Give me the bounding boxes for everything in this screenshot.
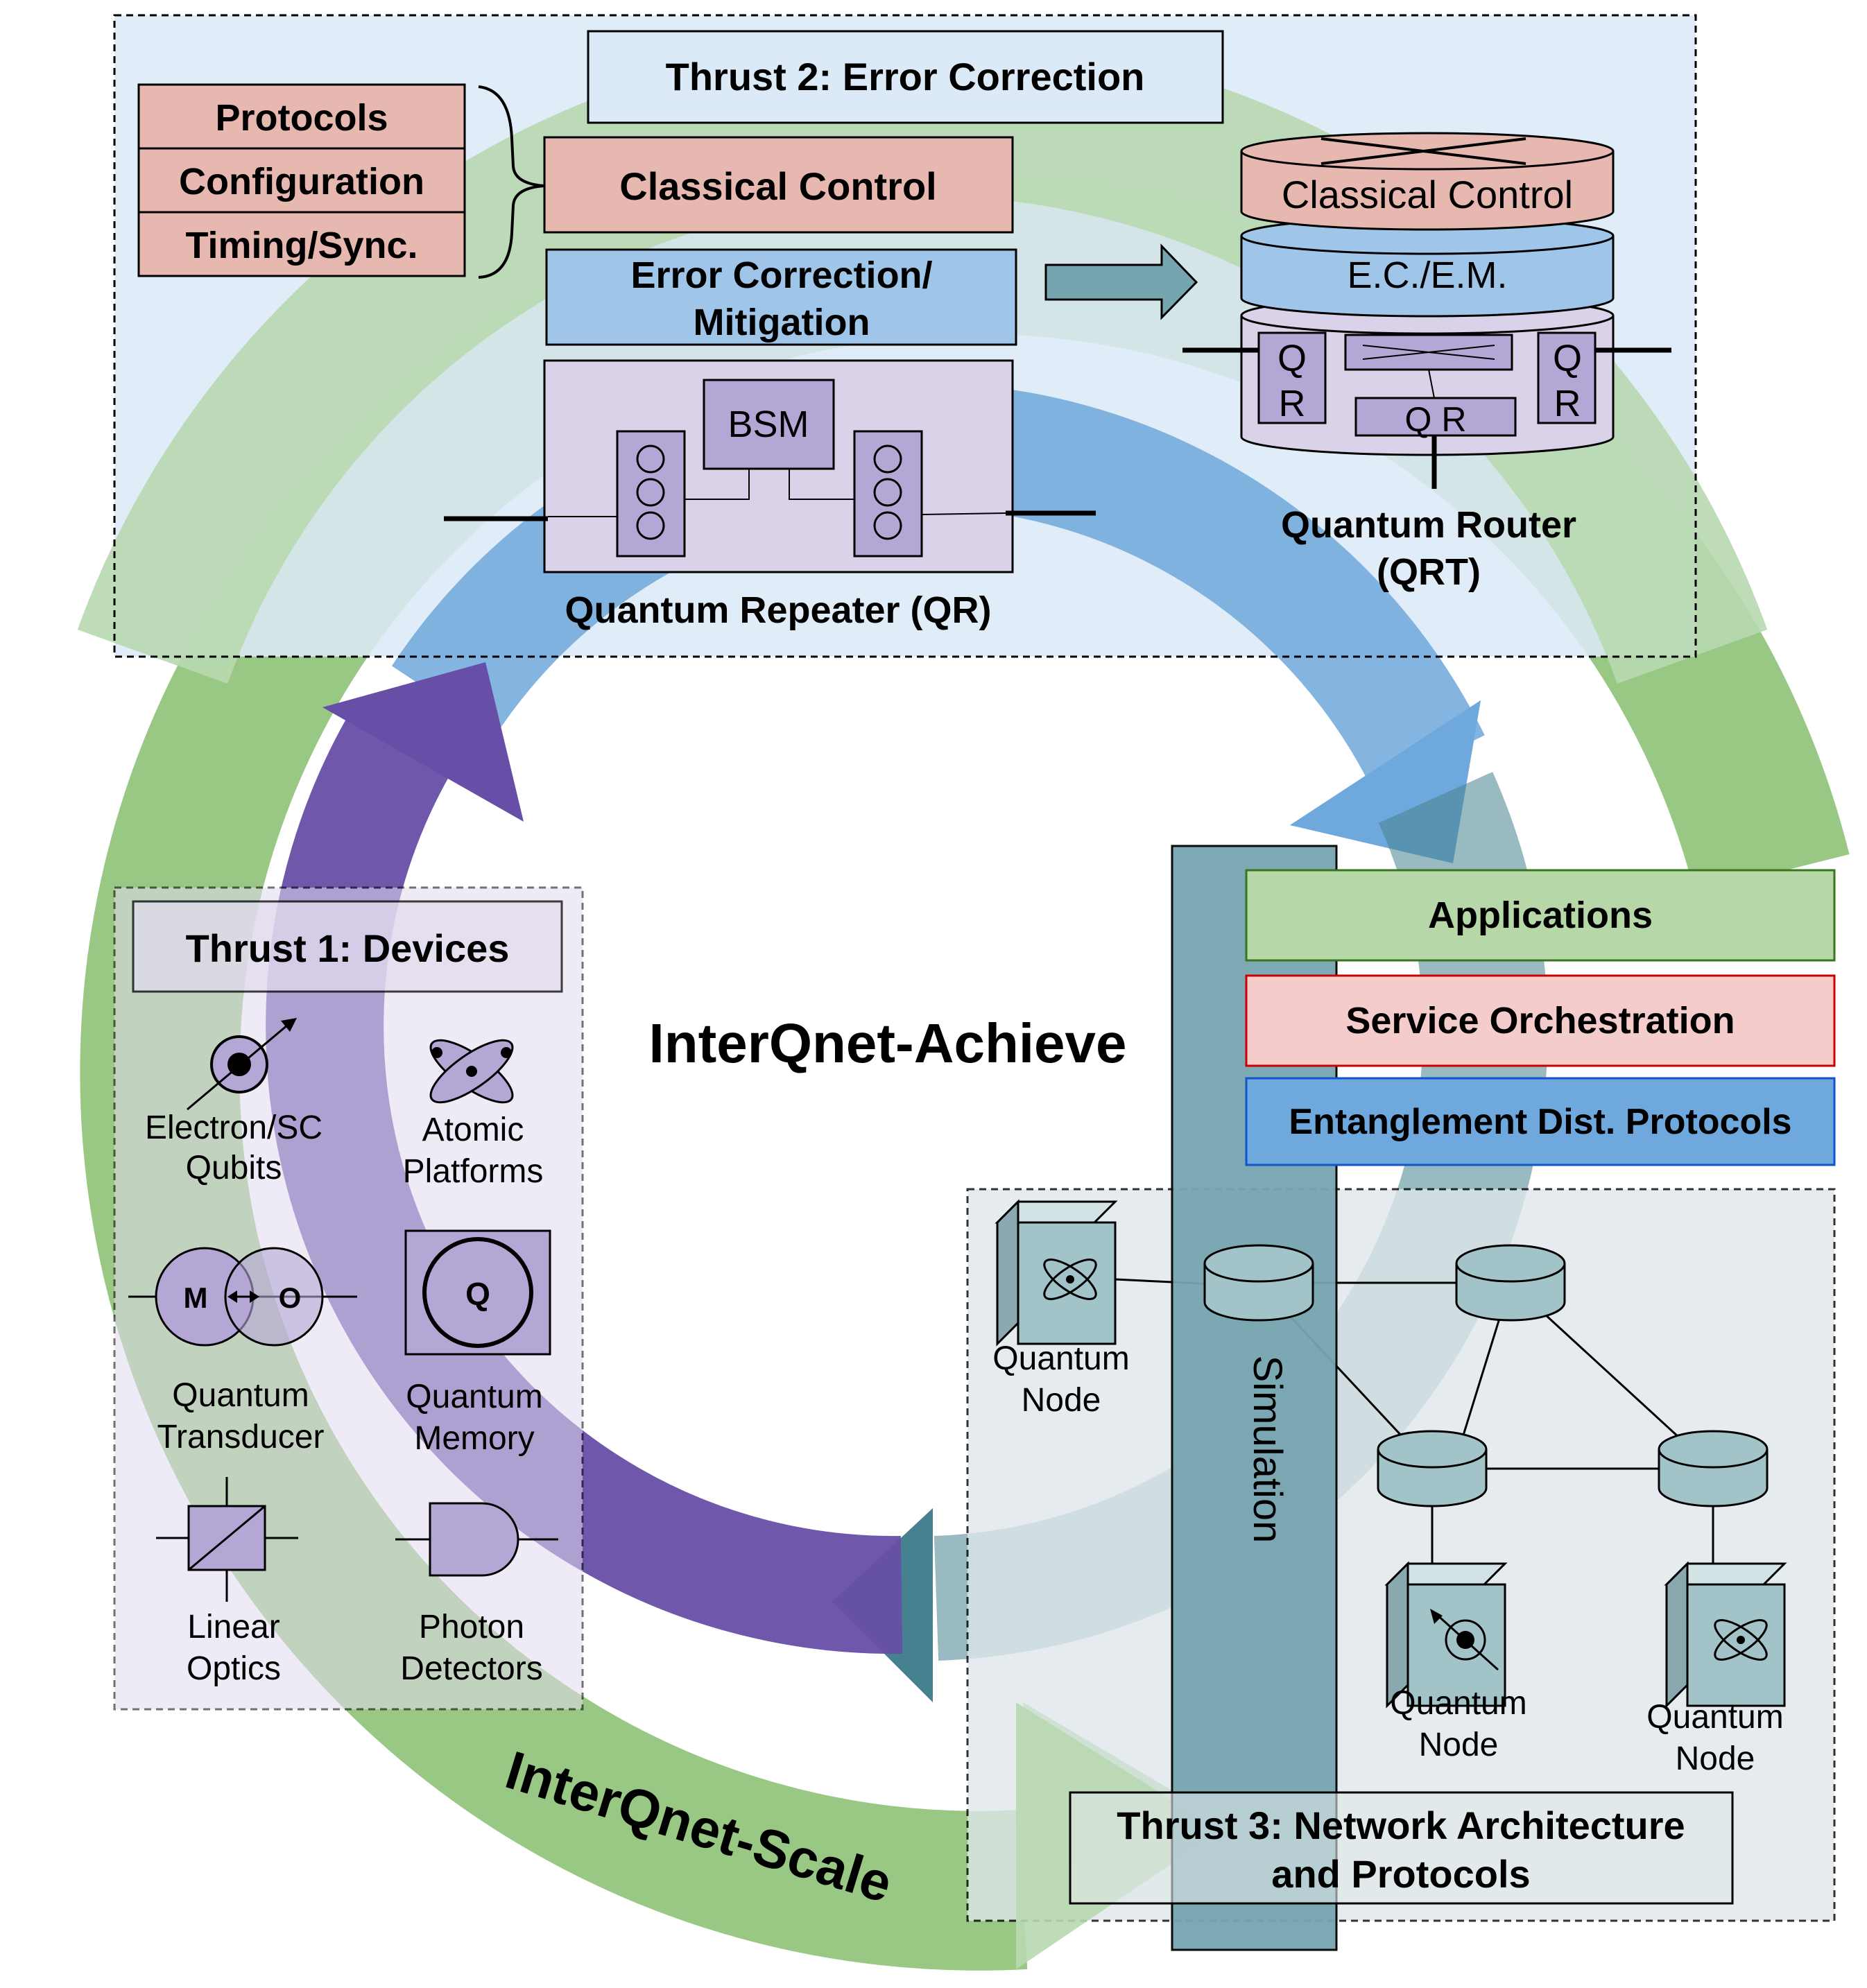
node3-line1: Quantum (1646, 1699, 1783, 1736)
router-label-line1: Quantum Router (1281, 504, 1576, 546)
layer-entanglement (1245, 1077, 1836, 1166)
network-router-1 (1203, 1244, 1314, 1322)
device-atomic-line1: Atomic (422, 1112, 524, 1148)
stack-timing-sync: Timing/Sync. (185, 225, 418, 266)
device-transducer-line1: Quantum (172, 1377, 309, 1414)
node2-line1: Quantum (1390, 1685, 1526, 1722)
router-qr-left-q: Q (1277, 338, 1307, 379)
device-detector-line2: Detectors (400, 1650, 542, 1687)
device-optics-line1: Linear (187, 1609, 279, 1645)
transducer-icon (128, 1247, 357, 1347)
thrust3-title-line1: Thrust 3: Network Architecture (1117, 1804, 1685, 1847)
router-qr-bottom: Q R (1405, 400, 1467, 439)
error-correction-line2: Mitigation (694, 302, 870, 343)
node3-line2: Node (1676, 1740, 1755, 1777)
quantum-node-1 (996, 1200, 1117, 1345)
control-functions-stack: Protocols Configuration Timing/Sync. (137, 83, 466, 277)
thrust3-title-box (1069, 1791, 1734, 1905)
bsm-box (703, 379, 835, 470)
device-optics-line2: Optics (187, 1650, 281, 1687)
memory-q: Q (465, 1276, 490, 1312)
layer-entanglement-label: Entanglement Dist. Protocols (1289, 1102, 1791, 1142)
layer-applications (1245, 869, 1836, 962)
error-correction-box (545, 248, 1017, 346)
classical-control-label: Classical Control (619, 164, 936, 208)
router-qr-left-r: R (1279, 383, 1306, 424)
layer-service-orchestration-label: Service Orchestration (1345, 1000, 1735, 1041)
node1-line1: Quantum (992, 1340, 1129, 1377)
device-transducer-line2: Transducer (157, 1419, 325, 1455)
router-label-line2: (QRT) (1377, 551, 1481, 593)
network-router-2 (1455, 1244, 1566, 1322)
thrust1-title: Thrust 1: Devices (186, 926, 510, 970)
layer-applications-label: Applications (1428, 894, 1653, 936)
node1-line2: Node (1022, 1382, 1101, 1419)
transducer-o: O (279, 1281, 302, 1314)
simulation-label: Simulation (1245, 1356, 1290, 1544)
achieve-title: InterQnet-Achieve (648, 1012, 1126, 1074)
quantum-node-2 (1386, 1562, 1506, 1707)
detector-icon (395, 1502, 558, 1577)
device-atomic-line2: Platforms (403, 1153, 544, 1190)
network-router-3 (1377, 1430, 1488, 1507)
classical-control-box (543, 136, 1014, 234)
beam-splitter-icon (156, 1477, 298, 1602)
quantum-node-3 (1665, 1562, 1786, 1707)
device-detector-line1: Photon (419, 1609, 524, 1645)
electron-spin-icon (1430, 1609, 1499, 1671)
bsm-label: BSM (728, 404, 809, 445)
network-router-4 (1658, 1430, 1769, 1507)
thrust2-title: Thrust 2: Error Correction (666, 55, 1145, 98)
error-correction-line1: Error Correction/ (630, 254, 932, 296)
repeater-to-router-arrow (1044, 243, 1198, 320)
stack-configuration: Configuration (179, 161, 424, 202)
quantum-repeater: BSM (444, 359, 1096, 573)
thrust1-title-box (132, 900, 563, 993)
thrust2-title-box (587, 30, 1224, 124)
thrust3-title-line2: and Protocols (1271, 1852, 1530, 1896)
device-electron-line1: Electron/SC (145, 1109, 322, 1146)
device-memory-line1: Quantum (406, 1378, 542, 1415)
electron-spin-icon (187, 1018, 297, 1111)
router-classical-control: Classical Control (1282, 173, 1573, 216)
router-qr-right-q: Q (1553, 338, 1582, 379)
node2-line2: Node (1419, 1727, 1499, 1763)
quantum-router (1182, 132, 1671, 489)
stack-protocols: Protocols (215, 97, 388, 139)
router-ecem: E.C./E.M. (1347, 254, 1507, 296)
transducer-m: M (184, 1281, 208, 1314)
memory-icon (404, 1229, 551, 1356)
atom-icon (429, 1039, 514, 1104)
repeater-label: Quantum Repeater (QR) (565, 589, 991, 631)
device-memory-line2: Memory (414, 1420, 534, 1457)
layer-service-orchestration (1245, 974, 1836, 1067)
router-qr-right-r: R (1554, 383, 1581, 424)
device-electron-line2: Qubits (186, 1150, 282, 1186)
